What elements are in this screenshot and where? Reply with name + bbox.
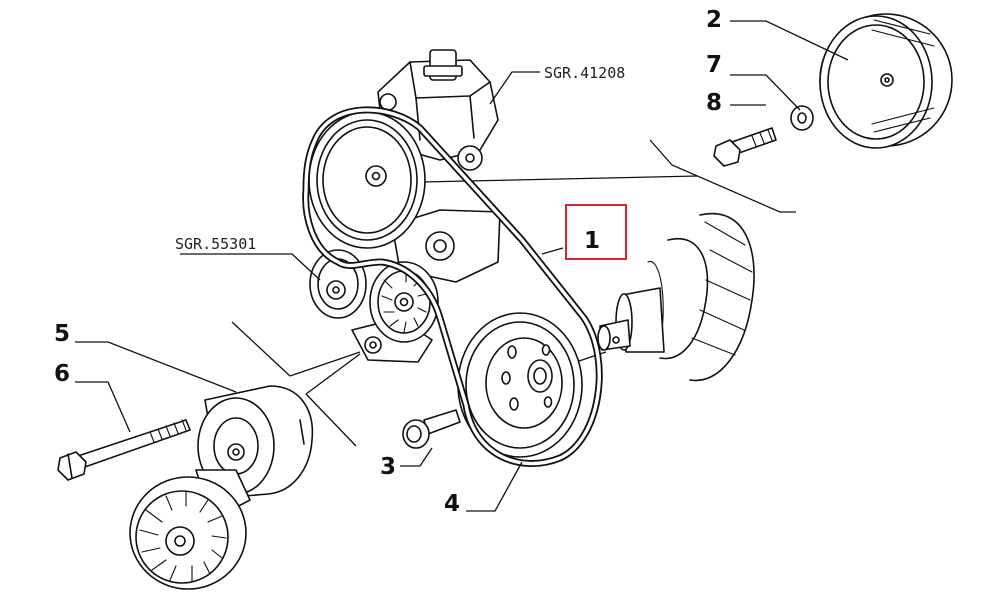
callout-7: 7 bbox=[706, 52, 722, 78]
leader-lines bbox=[75, 20, 849, 512]
callout-label: 1 bbox=[584, 228, 600, 254]
callout-1: 1 bbox=[565, 204, 627, 260]
highlight-box bbox=[565, 204, 627, 260]
callout-5: 5 bbox=[54, 321, 70, 347]
reference-pump: SGR.41208 bbox=[544, 64, 625, 82]
tensioner-pulley-installed bbox=[369, 261, 439, 343]
washer bbox=[790, 105, 814, 131]
crankshaft bbox=[597, 212, 755, 382]
tensioner-assembly bbox=[129, 385, 314, 590]
pump-pulley bbox=[308, 111, 426, 249]
pulley-bolt-short bbox=[713, 127, 777, 167]
pulley-bolt bbox=[402, 409, 461, 449]
reference-idler: SGR.55301 bbox=[175, 235, 256, 253]
accessory-pulley bbox=[819, 13, 953, 149]
callout-3: 3 bbox=[380, 454, 396, 480]
poly-v-belt bbox=[302, 106, 603, 467]
callout-2: 2 bbox=[706, 7, 722, 33]
callout-4: 4 bbox=[444, 491, 460, 517]
callout-6: 6 bbox=[54, 361, 70, 387]
tensioner-bolt bbox=[57, 419, 191, 481]
crankshaft-pulley bbox=[457, 312, 583, 458]
callout-8: 8 bbox=[706, 90, 722, 116]
